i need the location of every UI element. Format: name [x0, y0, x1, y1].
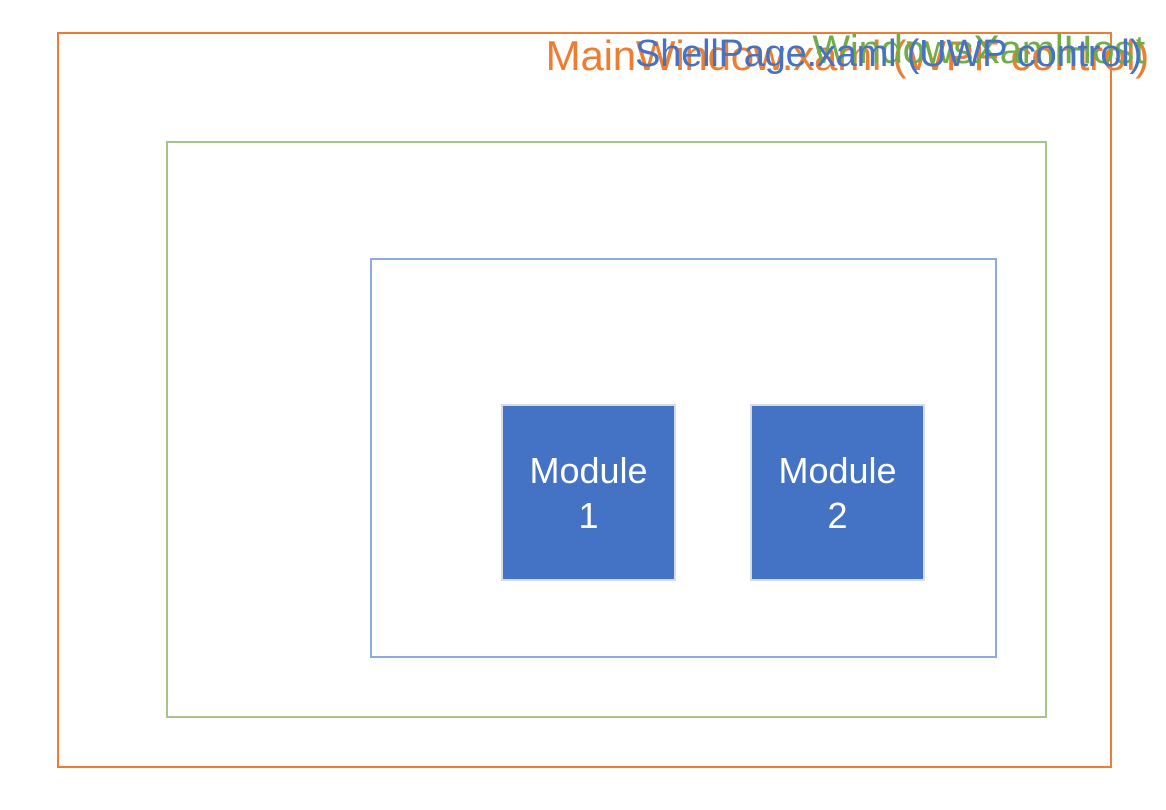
container-label-windows-xaml-host: WindowsXamlHost	[812, 28, 1145, 72]
container-label-main-window: MainWindow.xaml (WPF control)	[545, 32, 1150, 79]
module-2-label-line1: Module	[778, 449, 897, 491]
container-label-shell-page: ShellPage.xaml (UWP control)	[635, 33, 1142, 75]
module-box-1: Module 1	[501, 404, 676, 581]
container-main-window	[57, 32, 1112, 768]
module-1-label-line2: 1	[578, 494, 599, 536]
module-box-2: Module 2	[750, 404, 925, 581]
container-windows-xaml-host	[166, 141, 1047, 718]
container-shell-page	[370, 258, 997, 658]
module-1-label-line1: Module	[529, 449, 648, 491]
module-2-label-line2: 2	[827, 494, 848, 536]
